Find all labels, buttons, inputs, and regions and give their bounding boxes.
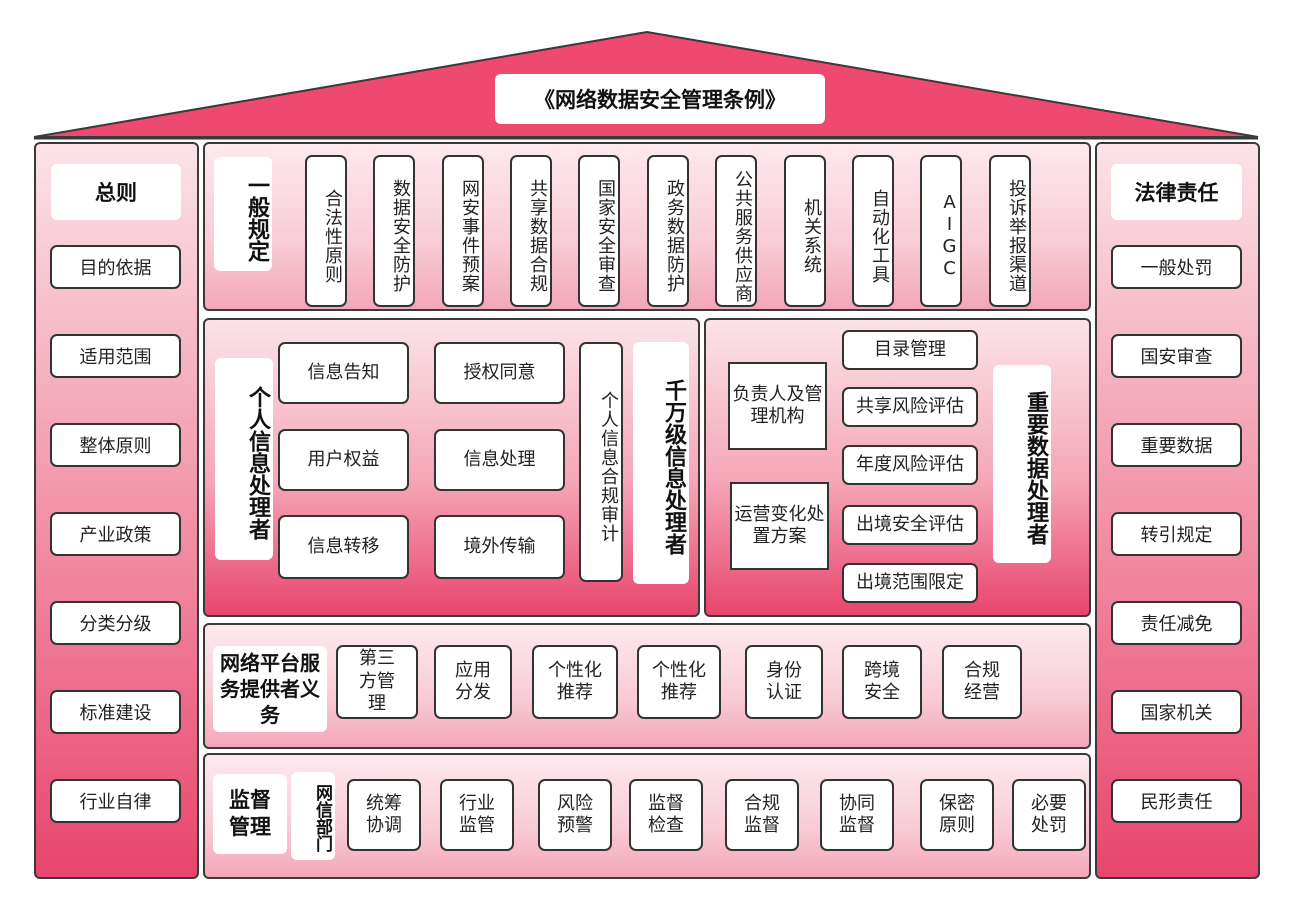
supervision-panel: 监督管理 网信部门 统筹协调 行业监管 风险预警 监督检查 合规监督 协同监督 … xyxy=(203,753,1091,879)
general-item-1: 数据安全防护 xyxy=(373,155,415,307)
important-left-1: 运营变化处置方案 xyxy=(730,482,829,570)
general-item-8: 自动化工具 xyxy=(852,155,894,307)
personal-audit: 个人信息合规审计 xyxy=(579,342,623,582)
right-item-1: 国安审查 xyxy=(1111,334,1242,378)
important-left-0: 负责人及管理机构 xyxy=(728,362,827,450)
platform-item-6: 合规经营 xyxy=(942,645,1022,719)
left-item-2: 整体原则 xyxy=(50,423,181,467)
platform-item-3: 个性化推荐 xyxy=(637,645,721,719)
personal-item-4: 信息转移 xyxy=(278,515,409,579)
right-item-0: 一般处罚 xyxy=(1111,245,1242,289)
platform-item-0: 第三方管理 xyxy=(336,645,418,719)
right-item-4: 责任减免 xyxy=(1111,601,1242,645)
supervision-item-0: 统筹协调 xyxy=(347,779,421,851)
supervision-item-5: 协同监督 xyxy=(820,779,894,851)
right-column-title: 法律责任 xyxy=(1111,164,1242,220)
left-item-4: 分类分级 xyxy=(50,601,181,645)
general-item-7: 机关系统 xyxy=(784,155,826,307)
supervision-item-4: 合规监督 xyxy=(725,779,799,851)
general-item-4: 国家安全审查 xyxy=(578,155,620,307)
right-item-3: 转引规定 xyxy=(1111,512,1242,556)
supervision-item-7: 必要处罚 xyxy=(1012,779,1086,851)
right-item-2: 重要数据 xyxy=(1111,423,1242,467)
left-item-6: 行业自律 xyxy=(50,779,181,823)
left-column-panel: 总则 目的依据 适用范围 整体原则 产业政策 分类分级 标准建设 行业自律 xyxy=(34,142,199,879)
general-panel: 一般规定 合法性原则 数据安全防护 网安事件预案 共享数据合规 国家安全审查 政… xyxy=(203,142,1091,311)
personal-item-3: 信息处理 xyxy=(434,429,565,491)
left-item-3: 产业政策 xyxy=(50,512,181,556)
platform-item-4: 身份认证 xyxy=(745,645,823,719)
supervision-title: 监督管理 xyxy=(213,774,287,854)
important-right-0: 目录管理 xyxy=(842,330,978,370)
supervision-item-3: 监督检查 xyxy=(629,779,703,851)
personal-item-1: 授权同意 xyxy=(434,342,565,404)
general-item-3: 共享数据合规 xyxy=(510,155,552,307)
general-item-10: 投诉举报渠道 xyxy=(989,155,1031,307)
personal-item-2: 用户权益 xyxy=(278,429,409,491)
supervision-item-1: 行业监管 xyxy=(440,779,514,851)
important-title: 重要数据处理者 xyxy=(993,365,1051,563)
general-item-2: 网安事件预案 xyxy=(442,155,484,307)
platform-item-1: 应用分发 xyxy=(434,645,512,719)
general-item-0: 合法性原则 xyxy=(305,155,347,307)
right-item-6: 民形责任 xyxy=(1111,779,1242,823)
left-column-title: 总则 xyxy=(51,164,181,220)
ten-million-processor-title: 千万级信息处理者 xyxy=(633,342,689,584)
personal-item-0: 信息告知 xyxy=(278,342,409,404)
important-right-3: 出境安全评估 xyxy=(842,505,978,545)
right-column-panel: 法律责任 一般处罚 国安审查 重要数据 转引规定 责任减免 国家机关 民形责任 xyxy=(1095,142,1260,879)
right-item-5: 国家机关 xyxy=(1111,690,1242,734)
left-item-1: 适用范围 xyxy=(50,334,181,378)
important-panel: 负责人及管理机构 运营变化处置方案 目录管理 共享风险评估 年度风险评估 出境安… xyxy=(704,318,1091,617)
left-item-0: 目的依据 xyxy=(50,245,181,289)
personal-item-5: 境外传输 xyxy=(434,515,565,579)
general-item-9: AIGC xyxy=(920,155,962,307)
platform-title: 网络平台服务提供者义务 xyxy=(213,646,327,732)
supervision-item-6: 保密原则 xyxy=(920,779,994,851)
general-item-5: 政务数据防护 xyxy=(647,155,689,307)
personal-panel: 个人信息处理者 信息告知 授权同意 用户权益 信息处理 信息转移 境外传输 个人… xyxy=(203,318,700,617)
supervision-item-2: 风险预警 xyxy=(538,779,612,851)
important-right-4: 出境范围限定 xyxy=(842,563,978,603)
platform-item-5: 跨境安全 xyxy=(842,645,922,719)
left-item-5: 标准建设 xyxy=(50,690,181,734)
general-title: 一般规定 xyxy=(214,157,272,271)
supervision-dept: 网信部门 xyxy=(291,772,335,860)
roof-title: 《网络数据安全管理条例》 xyxy=(495,74,825,124)
platform-panel: 网络平台服务提供者义务 第三方管理 应用分发 个性化推荐 个性化推荐 身份认证 … xyxy=(203,623,1091,749)
general-item-6: 公共服务供应商 xyxy=(715,155,757,307)
personal-title: 个人信息处理者 xyxy=(215,358,273,560)
important-right-2: 年度风险评估 xyxy=(842,445,978,485)
important-right-1: 共享风险评估 xyxy=(842,387,978,427)
platform-item-2: 个性化推荐 xyxy=(532,645,618,719)
